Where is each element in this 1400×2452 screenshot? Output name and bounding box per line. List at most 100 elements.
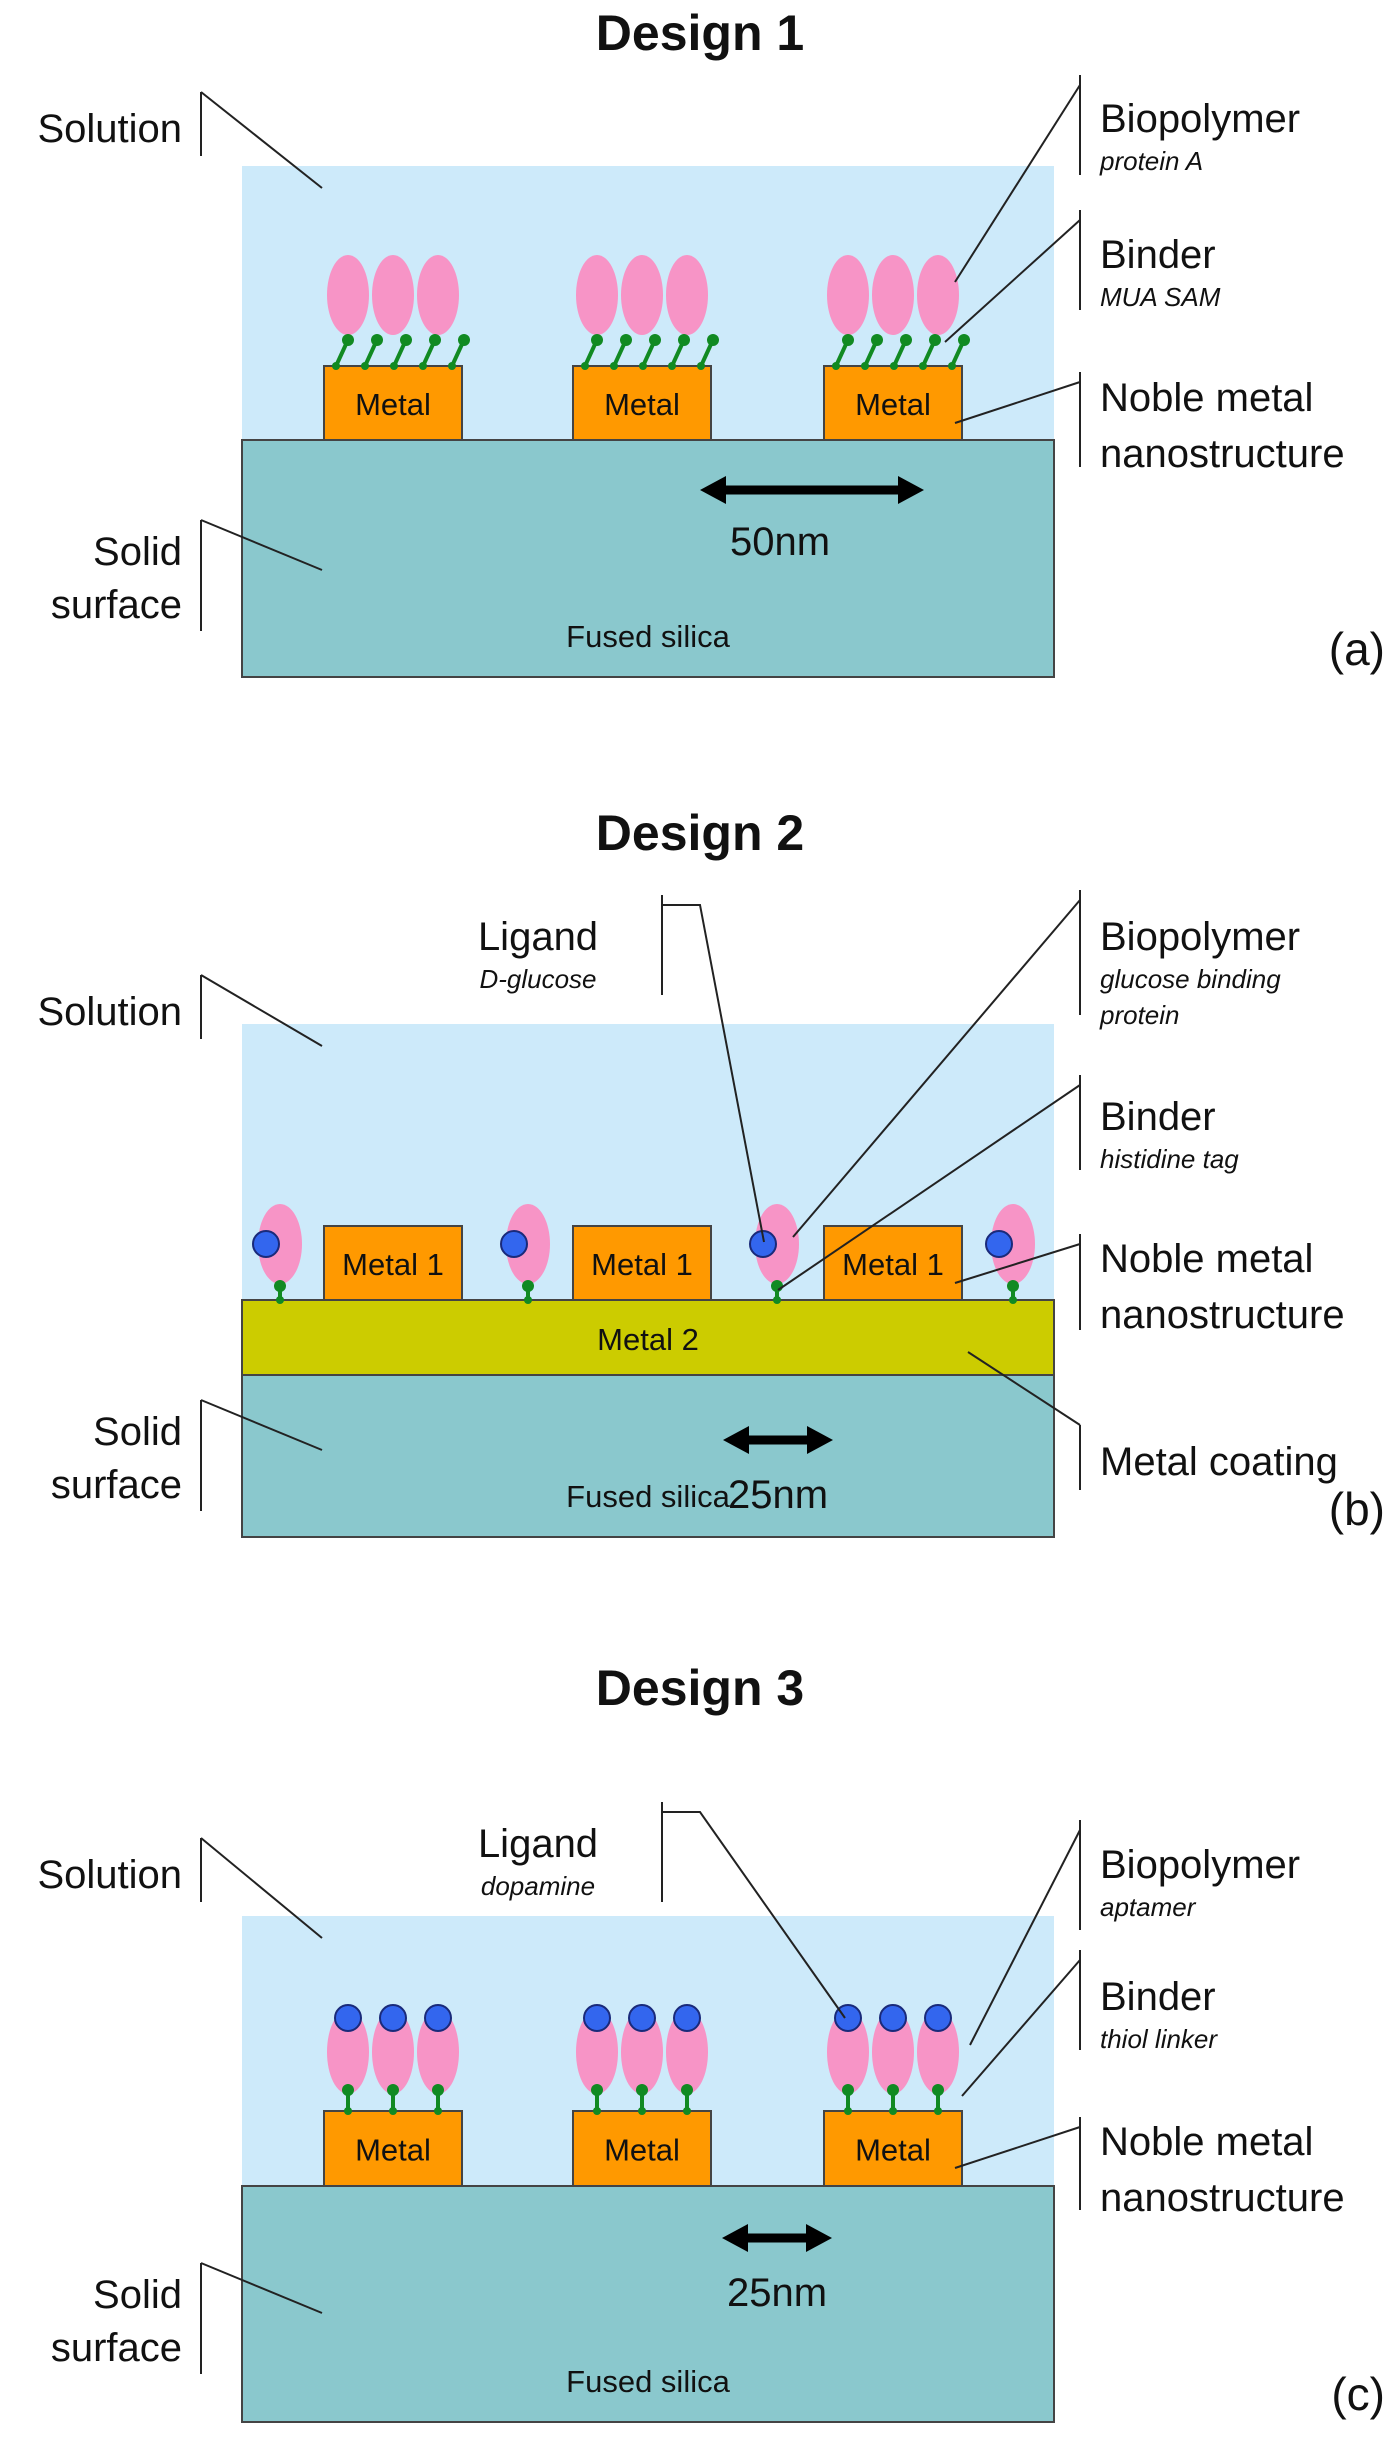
callout-leader xyxy=(961,1959,1081,2097)
scale-arrow xyxy=(723,1426,833,1454)
spacing-label: 25nm xyxy=(728,1473,828,1517)
callout-biopolymer: Biopolymer aptamer xyxy=(969,1820,1300,2046)
metal-coating-layer xyxy=(241,1299,1055,1376)
binder-anchor xyxy=(638,2107,646,2115)
fused-silica-substrate xyxy=(241,1374,1055,1538)
binder-anchor xyxy=(593,2107,601,2115)
binder-head xyxy=(771,1280,783,1292)
panel-label: (a) xyxy=(1329,623,1385,675)
design-title: Design 1 xyxy=(596,5,804,61)
ligand-label: Ligand xyxy=(478,1822,598,1866)
callout-subtitle: glucose binding xyxy=(1100,964,1281,994)
ligand-dot xyxy=(924,2004,952,2032)
binder-stem xyxy=(921,341,936,367)
aptamer-ellipse xyxy=(872,2010,914,2094)
spacing-label: 50nm xyxy=(730,520,830,564)
metal-label: Metal xyxy=(855,387,931,422)
binder-head xyxy=(342,334,354,346)
binder-head xyxy=(900,334,912,346)
aptamer-ellipse xyxy=(576,2010,618,2094)
binder-head xyxy=(871,334,883,346)
binder-stem xyxy=(670,341,685,367)
binder-anchor xyxy=(390,362,398,370)
binder-head xyxy=(522,1280,534,1292)
fused-silica-substrate xyxy=(241,439,1055,678)
coating-leader xyxy=(967,1351,1081,1426)
binder-head xyxy=(274,1280,286,1292)
binder-head xyxy=(678,334,690,346)
callout-noble-metal: Noble metal nanostructure xyxy=(954,372,1345,476)
binder-head xyxy=(432,2084,444,2096)
ligand-dot xyxy=(500,1230,528,1258)
ligand-leader xyxy=(662,904,765,1243)
callout-title: Noble metal xyxy=(1100,376,1313,420)
metal-label: Metal 1 xyxy=(591,1247,693,1282)
ligand-label: Ligand xyxy=(478,915,598,959)
callout-title-line2: nanostructure xyxy=(1100,432,1345,476)
ligand-dot xyxy=(252,1230,280,1258)
ligand-dot xyxy=(628,2004,656,2032)
binder-head xyxy=(842,334,854,346)
binder-stem xyxy=(863,341,878,367)
aptamer-ellipse xyxy=(372,2010,414,2094)
callout-subtitle: protein xyxy=(1099,1000,1180,1030)
scale-arrow xyxy=(722,2224,832,2252)
callout-subtitle: thiol linker xyxy=(1100,2024,1218,2054)
solid-surface-label: surface xyxy=(51,583,182,627)
binder-anchor xyxy=(948,362,956,370)
callout-leader xyxy=(954,2126,1081,2169)
solution-label: Solution xyxy=(37,1853,182,1897)
metal-nanostructure xyxy=(572,1225,712,1301)
binder-head xyxy=(620,334,632,346)
metal-coating-label: Metal 2 xyxy=(597,1322,699,1357)
ligand-dot xyxy=(985,1230,1013,1258)
callout-title: Noble metal xyxy=(1100,1237,1313,1281)
callout-subtitle: histidine tag xyxy=(1100,1144,1239,1174)
protein-ellipse xyxy=(872,255,914,335)
binder-anchor xyxy=(276,1296,284,1304)
binder-anchor xyxy=(1009,1296,1017,1304)
binder-head xyxy=(681,2084,693,2096)
binder-head xyxy=(1007,1280,1019,1292)
solid-leader xyxy=(200,1399,323,1451)
solution-leader xyxy=(200,974,323,1047)
binder-head xyxy=(707,334,719,346)
binder-anchor xyxy=(332,362,340,370)
binder-head xyxy=(591,2084,603,2096)
binder-head xyxy=(342,2084,354,2096)
metal-label: Metal 1 xyxy=(342,1247,444,1282)
binder-anchor xyxy=(773,1296,781,1304)
ligand-leader xyxy=(662,1811,846,2019)
binder-head xyxy=(458,334,470,346)
callout-title: Biopolymer xyxy=(1100,1843,1300,1887)
solution-label: Solution xyxy=(37,107,182,151)
aptamer-ellipse xyxy=(621,2010,663,2094)
binder-head xyxy=(400,334,412,346)
substrate-label: Fused silica xyxy=(566,619,730,654)
aptamer-ellipse xyxy=(327,2010,369,2094)
callout-subtitle: aptamer xyxy=(1100,1892,1197,1922)
binder-stem xyxy=(392,341,407,367)
protein-ellipse xyxy=(621,255,663,335)
binder-stem xyxy=(834,341,849,367)
metal-nanostructure xyxy=(823,365,963,441)
binder-stem xyxy=(699,341,714,367)
protein-ellipse xyxy=(372,255,414,335)
metal-nanostructure xyxy=(323,1225,463,1301)
metal-nanostructure xyxy=(823,1225,963,1301)
solid-surface-label: Solid xyxy=(93,1410,182,1454)
binder-head xyxy=(958,334,970,346)
callout-leader xyxy=(792,899,1081,1238)
callout-subtitle: MUA SAM xyxy=(1100,282,1221,312)
binder-head xyxy=(932,2084,944,2096)
metal-label: Metal 1 xyxy=(842,1247,944,1282)
callout-title: Binder xyxy=(1100,1095,1216,1139)
protein-ellipse xyxy=(576,255,618,335)
callout-leader xyxy=(954,84,1081,283)
binder-anchor xyxy=(668,362,676,370)
binder-anchor xyxy=(448,362,456,370)
